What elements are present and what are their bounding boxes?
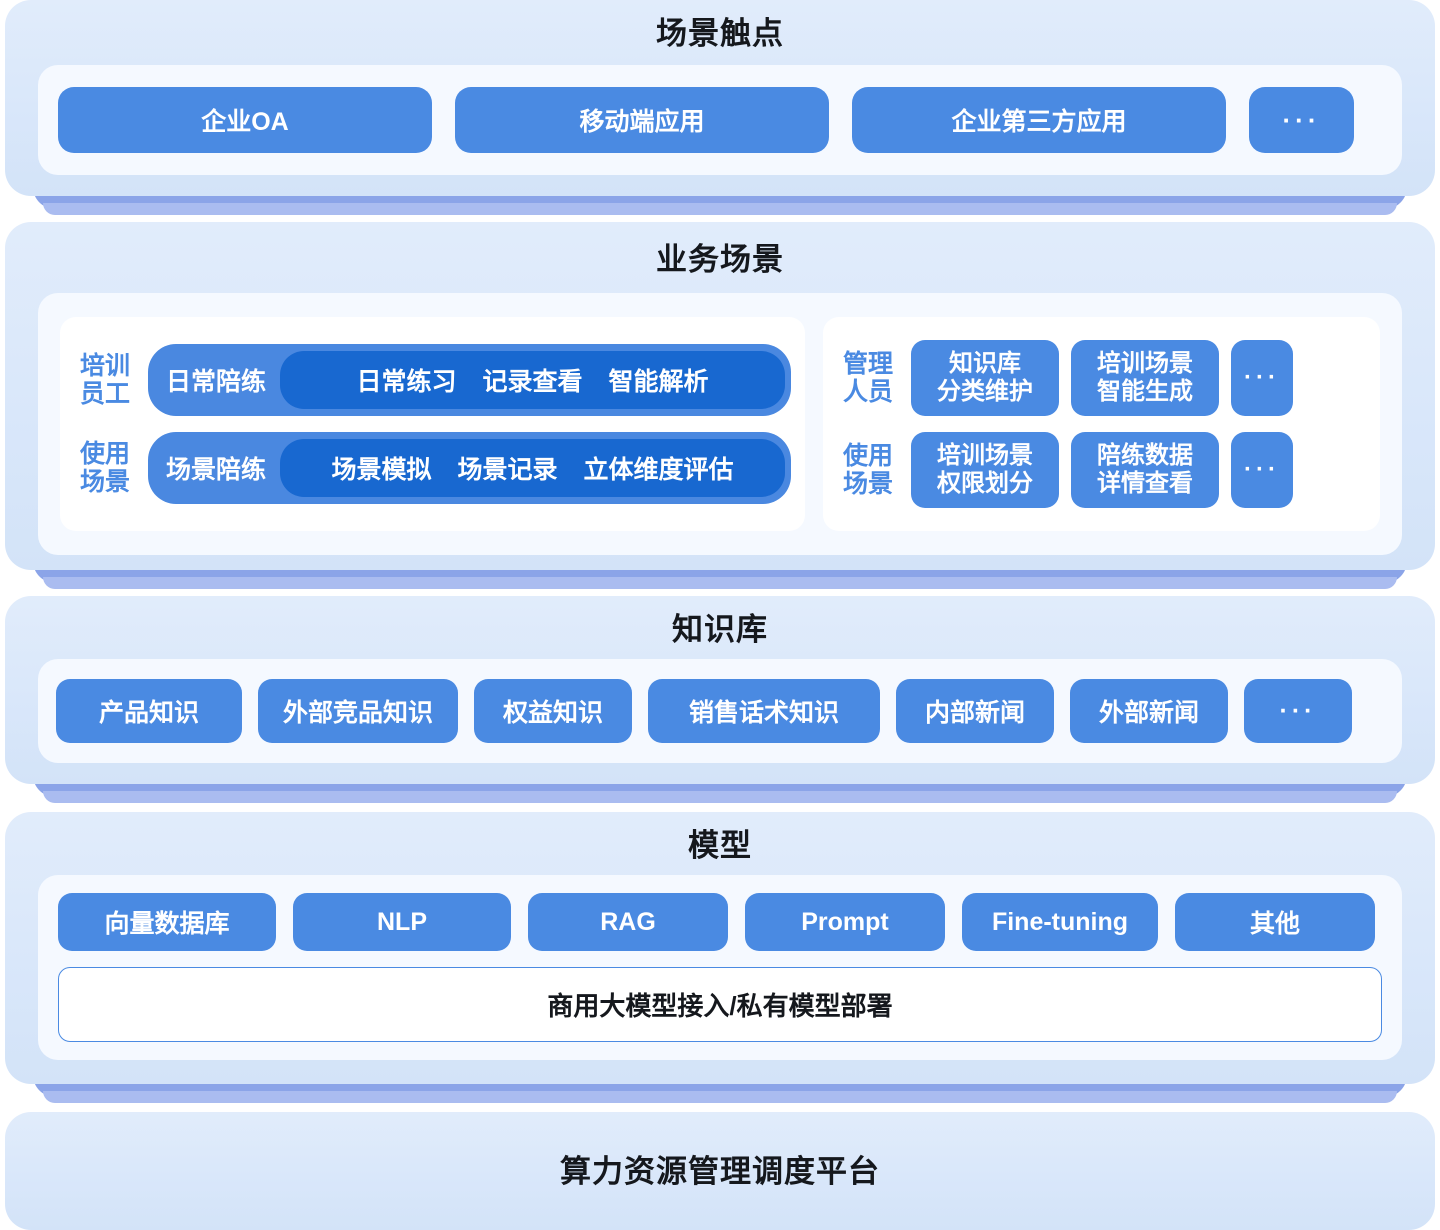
knowledge-chip-external-news[interactable]: 外部新闻 [1070,679,1228,743]
section-title-knowledge: 知识库 [672,612,768,647]
business-chip-training-scene-generate[interactable]: 培训场景 智能生成 [1071,340,1219,416]
business-chip-admin-more[interactable]: ··· [1231,340,1293,416]
section-body-touchpoint: 场景触点 企业OA 移动端应用 企业第三方应用 ··· [5,0,1435,196]
knowledge-chip-benefits[interactable]: 权益知识 [474,679,632,743]
model-chip-nlp[interactable]: NLP [293,893,511,951]
business-chip-kb-category-maintain[interactable]: 知识库 分类维护 [911,340,1059,416]
section-title-touchpoint: 场景触点 [656,16,784,51]
pill-inner-scene-coaching: 场景模拟 场景记录 立体维度评估 [280,439,785,497]
business-row-usage-scene-right: 使用 场景 培训场景 权限划分 陪练数据 详情查看 ··· [837,432,1366,508]
section-touchpoint: 场景触点 企业OA 移动端应用 企业第三方应用 ··· [5,0,1435,215]
role-label-trainee: 培训 员工 [79,352,130,408]
section-title-model: 模型 [688,828,752,863]
business-chip-usage-more[interactable]: ··· [1231,432,1293,508]
touchpoint-chip-enterprise-oa[interactable]: 企业OA [58,87,432,153]
panel-touchpoint: 企业OA 移动端应用 企业第三方应用 ··· [38,65,1402,175]
panel-model: 向量数据库 NLP RAG Prompt Fine-tuning 其他 商用大模… [38,875,1402,1060]
model-chip-row: 向量数据库 NLP RAG Prompt Fine-tuning 其他 [58,893,1382,951]
business-row-admin: 管理 人员 知识库 分类维护 培训场景 智能生成 ··· [837,340,1366,416]
touchpoint-chip-third-party-app[interactable]: 企业第三方应用 [852,87,1226,153]
knowledge-chip-product[interactable]: 产品知识 [56,679,242,743]
business-chip-coaching-data-detail[interactable]: 陪练数据 详情查看 [1071,432,1219,508]
business-item-daily-practice[interactable]: 日常练习 [356,368,457,396]
section-model: 模型 向量数据库 NLP RAG Prompt Fine-tuning 其他 商… [5,812,1435,1103]
role-label-usage-scene-right: 使用 场景 [842,442,893,498]
panel-knowledge: 产品知识 外部竞品知识 权益知识 销售话术知识 内部新闻 外部新闻 ··· [38,659,1402,763]
knowledge-chip-competitor[interactable]: 外部竞品知识 [258,679,458,743]
model-chip-rag[interactable]: RAG [528,893,728,951]
pill-head-daily-coaching: 日常陪练 [166,368,267,396]
business-item-scene-simulation[interactable]: 场景模拟 [331,456,432,484]
pill-scene-coaching[interactable]: 场景陪练 场景模拟 场景记录 立体维度评估 [148,432,791,504]
touchpoint-chip-more[interactable]: ··· [1249,87,1354,153]
business-row-scene-usage: 使用 场景 场景陪练 场景模拟 场景记录 立体维度评估 [74,432,791,504]
role-label-admin: 管理 人员 [842,350,893,406]
model-chip-fine-tuning[interactable]: Fine-tuning [962,893,1158,951]
business-item-record-view[interactable]: 记录查看 [482,368,583,396]
business-item-multidim-eval[interactable]: 立体维度评估 [583,456,734,484]
business-column-admin: 管理 人员 知识库 分类维护 培训场景 智能生成 ··· 使用 场景 培训场景 … [823,317,1380,531]
panel-business: 培训 员工 日常陪练 日常练习 记录查看 智能解析 使用 场景 [38,293,1402,555]
knowledge-chip-more[interactable]: ··· [1244,679,1352,743]
section-body-platform: 算力资源管理调度平台 [5,1112,1435,1230]
model-chip-other[interactable]: 其他 [1175,893,1375,951]
model-deploy-box[interactable]: 商用大模型接入/私有模型部署 [58,967,1382,1042]
section-body-model: 模型 向量数据库 NLP RAG Prompt Fine-tuning 其他 商… [5,812,1435,1084]
pill-daily-coaching[interactable]: 日常陪练 日常练习 记录查看 智能解析 [148,344,791,416]
section-knowledge: 知识库 产品知识 外部竞品知识 权益知识 销售话术知识 内部新闻 外部新闻 ··… [5,596,1435,803]
section-business: 业务场景 培训 员工 日常陪练 日常练习 记录查看 智能解析 [5,222,1435,589]
layer-plinth-knowledge [33,771,1407,803]
section-title-platform: 算力资源管理调度平台 [560,1153,880,1189]
role-label-usage-scene-left: 使用 场景 [79,440,130,496]
section-platform: 算力资源管理调度平台 [5,1112,1435,1230]
section-title-business: 业务场景 [656,242,784,277]
model-chip-prompt[interactable]: Prompt [745,893,945,951]
business-item-scene-record[interactable]: 场景记录 [457,456,558,484]
business-item-smart-analysis[interactable]: 智能解析 [608,368,709,396]
knowledge-chip-sales-script[interactable]: 销售话术知识 [648,679,880,743]
section-body-business: 业务场景 培训 员工 日常陪练 日常练习 记录查看 智能解析 [5,222,1435,570]
pill-inner-daily-coaching: 日常练习 记录查看 智能解析 [280,351,785,409]
touchpoint-chip-mobile-app[interactable]: 移动端应用 [455,87,829,153]
business-column-trainee: 培训 员工 日常陪练 日常练习 记录查看 智能解析 使用 场景 [60,317,805,531]
knowledge-chip-internal-news[interactable]: 内部新闻 [896,679,1054,743]
model-chip-vector-db[interactable]: 向量数据库 [58,893,276,951]
section-body-knowledge: 知识库 产品知识 外部竞品知识 权益知识 销售话术知识 内部新闻 外部新闻 ··… [5,596,1435,784]
pill-head-scene-coaching: 场景陪练 [166,456,267,484]
business-chip-training-scene-permission[interactable]: 培训场景 权限划分 [911,432,1059,508]
business-row-daily-training: 培训 员工 日常陪练 日常练习 记录查看 智能解析 [74,344,791,416]
